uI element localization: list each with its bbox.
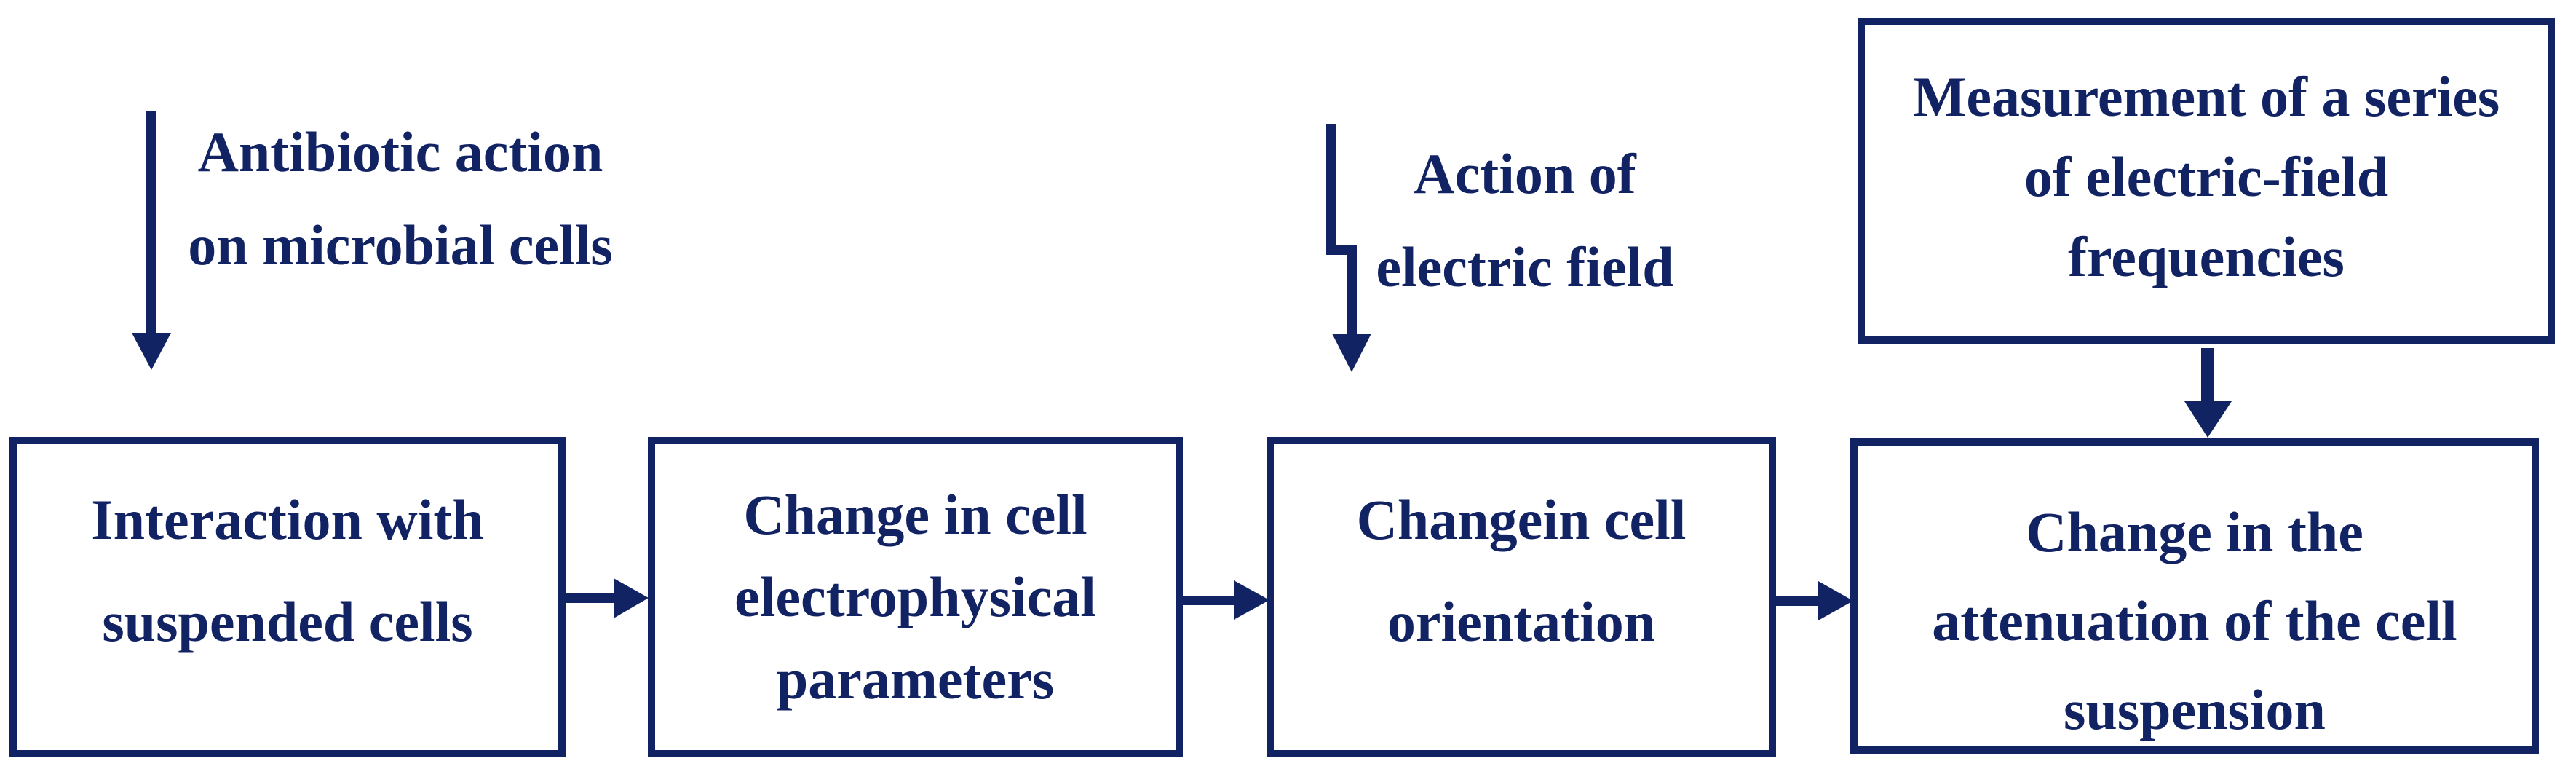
- box-change-in-cell-orientation: Changein cell orientation: [1267, 437, 1776, 757]
- box-orientation-line-1: Changein cell: [1356, 488, 1687, 551]
- arrow-lower-shaft: [1347, 245, 1357, 336]
- annotation-electric-line-2: electric field: [1376, 235, 1674, 299]
- arrow-upper-shaft: [1326, 124, 1336, 255]
- box-electrophysical-line-1: Change in cell: [743, 483, 1087, 546]
- arrow-head: [132, 333, 171, 370]
- box-measurement-of-frequencies: Measurement of a series of electric-fiel…: [1858, 18, 2555, 344]
- annotation-antibiotic-line-1: Antibiotic action: [197, 120, 603, 184]
- annotation-electric-line-1: Action of: [1414, 142, 1636, 205]
- measurement-down-arrow-icon: [2184, 348, 2232, 438]
- box-measurement-line-3: frequencies: [2068, 224, 2345, 288]
- box-attenuation-line-1: Change in the: [2026, 500, 2363, 564]
- box-electrophysical-line-2: electrophysical: [734, 565, 1096, 628]
- arrow-shaft: [1772, 596, 1821, 606]
- arrow-head: [1818, 581, 1853, 620]
- box-measurement-line-2: of electric-field: [2024, 144, 2389, 208]
- box-electrophysical-line-3: parameters: [776, 647, 1055, 711]
- box-text: Change in the attenuation of the cell su…: [1932, 500, 2457, 741]
- annotation-antibiotic-action: Antibiotic action on microbial cells: [175, 124, 626, 274]
- box-interaction-line-2: suspended cells: [102, 590, 473, 653]
- box-text: Interaction with suspended cells: [91, 492, 483, 650]
- interaction-to-electrophysical-arrow-icon: [564, 578, 649, 618]
- box-measurement-line-1: Measurement of a series: [1912, 64, 2500, 128]
- orientation-to-attenuation-arrow-icon: [1772, 581, 1853, 620]
- box-interaction-line-1: Interaction with: [91, 488, 484, 551]
- arrow-head: [1234, 580, 1269, 620]
- annotation-antibiotic-line-2: on microbial cells: [188, 213, 613, 277]
- arrow-head: [2184, 401, 2232, 438]
- arrow-head: [1332, 334, 1371, 372]
- arrow-shaft: [564, 593, 615, 603]
- arrow-head: [614, 578, 649, 618]
- box-change-in-attenuation: Change in the attenuation of the cell su…: [1850, 438, 2539, 754]
- box-text: Measurement of a series of electric-fiel…: [1913, 68, 2500, 285]
- antibiotic-down-arrow-icon: [132, 111, 171, 370]
- box-attenuation-line-3: suspension: [2064, 677, 2326, 741]
- box-text: Changein cell orientation: [1357, 492, 1687, 650]
- arrow-shaft: [1179, 596, 1236, 605]
- box-attenuation-line-2: attenuation of the cell: [1932, 588, 2457, 652]
- arrow-shaft: [146, 111, 156, 336]
- box-change-in-electrophysical-parameters: Change in cell electrophysical parameter…: [648, 437, 1183, 757]
- electric-field-step-arrow-icon: [1326, 124, 1371, 372]
- box-interaction-with-suspended-cells: Interaction with suspended cells: [9, 437, 566, 757]
- box-text: Change in cell electrophysical parameter…: [734, 486, 1096, 708]
- annotation-electric-field-action: Action of electric field: [1347, 146, 1703, 296]
- arrow-shaft: [2201, 348, 2214, 404]
- box-orientation-line-2: orientation: [1387, 590, 1656, 653]
- electrophysical-to-orientation-arrow-icon: [1179, 580, 1269, 620]
